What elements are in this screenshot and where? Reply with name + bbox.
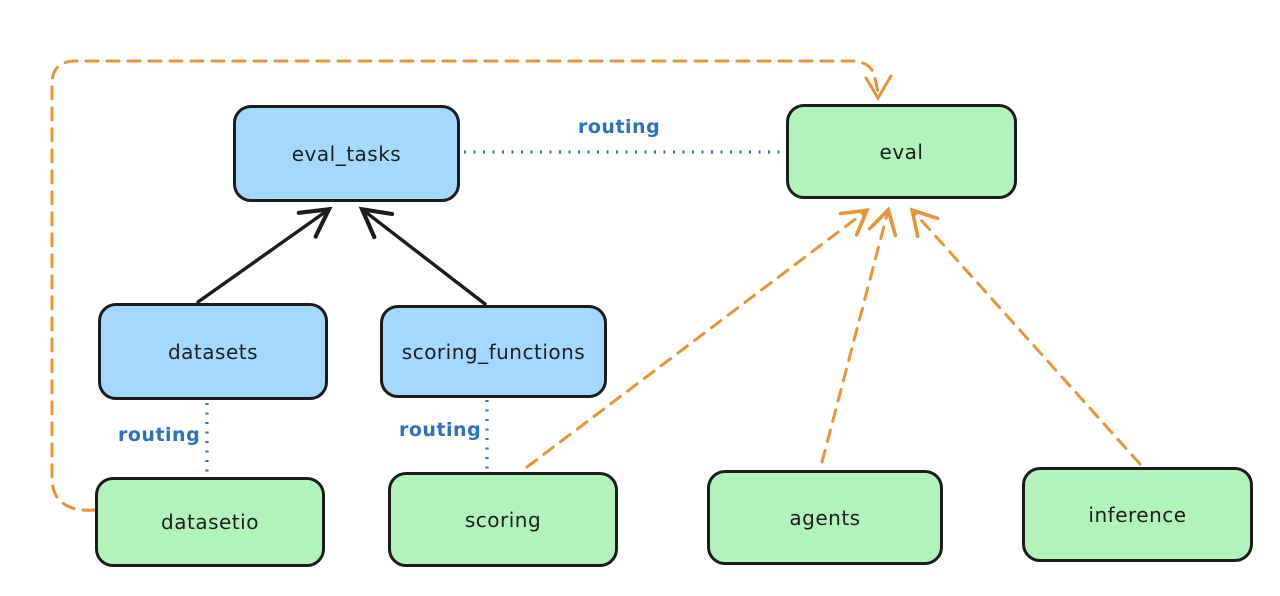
node-agents-label: agents xyxy=(789,505,861,530)
node-datasetio-label: datasetio xyxy=(161,510,259,534)
node-datasets: datasets xyxy=(98,303,328,400)
node-datasets-label: datasets xyxy=(167,339,259,364)
edge-scoring-eval xyxy=(525,208,870,469)
node-eval: eval xyxy=(786,104,1017,199)
node-eval-tasks: eval_tasks xyxy=(233,105,460,202)
edge-datasetio-eval-arrowhead xyxy=(864,74,893,101)
node-scoring-functions: scoring_functions xyxy=(380,305,607,398)
edge-datasetio-eval xyxy=(50,59,880,512)
edge-scoring_functions-eval_tasks xyxy=(358,206,487,306)
routing-label-datasetio: routing xyxy=(118,424,201,446)
edge-datasets-eval_tasks xyxy=(196,206,333,304)
node-scoring: scoring xyxy=(388,472,618,567)
edge-inference-eval xyxy=(909,207,1142,466)
routing-label-scoring: routing xyxy=(399,419,482,441)
node-scoring-functions-label: scoring_functions xyxy=(401,339,586,364)
node-datasetio: datasetio xyxy=(95,477,325,567)
node-inference-label: inference xyxy=(1088,502,1187,527)
node-scoring-label: scoring xyxy=(464,507,542,532)
routing-label-top: routing xyxy=(578,116,661,138)
node-agents: agents xyxy=(707,470,943,565)
node-eval-tasks-label: eval_tasks xyxy=(291,141,402,166)
edge-agents-eval xyxy=(820,206,898,464)
node-inference: inference xyxy=(1022,467,1253,562)
node-eval-label: eval xyxy=(879,139,924,164)
